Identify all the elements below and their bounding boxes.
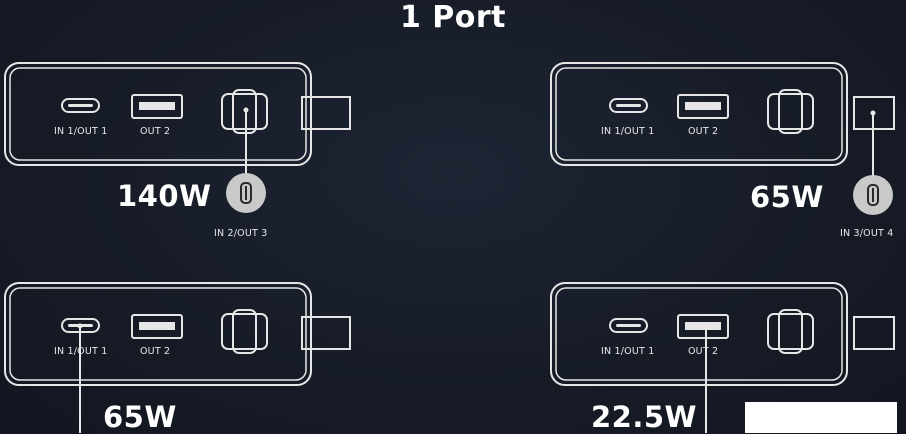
usb-a-port-icon [677, 94, 729, 119]
active-port-label: IN 2/OUT 3 [214, 228, 268, 239]
power-bank-outline [4, 62, 351, 180]
port-label-in1-out1: IN 1/OUT 1 [601, 346, 655, 357]
port-label-in1-out1: IN 1/OUT 1 [54, 346, 108, 357]
cable-clip-icon [221, 309, 268, 354]
wattage-label: 140W [117, 179, 212, 213]
usb-c-port-icon [61, 98, 100, 113]
wattage-label: 65W [750, 180, 824, 214]
active-port-label: IN 3/OUT 4 [840, 228, 894, 239]
port-label-out2: OUT 2 [140, 346, 171, 357]
usb-a-port-icon [677, 314, 729, 339]
power-bank-outline [550, 282, 895, 433]
port-label-out2: OUT 2 [140, 126, 171, 137]
page-title: 1 Port [399, 0, 507, 35]
port-label-in1-out1: IN 1/OUT 1 [54, 126, 108, 137]
power-bank-diagram-140w: IN 1/OUT 1 OUT 2 [4, 62, 354, 180]
cable-plug-badge [226, 173, 266, 213]
power-bank-diagram-22w: IN 1/OUT 1 OUT 2 [550, 282, 900, 433]
cable-clip-icon [767, 309, 814, 354]
usb-c-port-icon [609, 318, 648, 333]
usb-c-port-icon [609, 98, 648, 113]
white-overlay-block [745, 402, 897, 433]
cable-clip-icon [221, 89, 268, 134]
port-label-out2: OUT 2 [688, 346, 719, 357]
cable-clip-icon [767, 89, 814, 134]
cable-plug-badge [853, 175, 893, 215]
usb-c-plug-icon [867, 184, 879, 206]
wattage-label: 65W [103, 400, 177, 434]
usb-a-port-icon [131, 314, 183, 339]
usb-a-port-icon [131, 94, 183, 119]
port-label-out2: OUT 2 [688, 126, 719, 137]
power-bank-diagram-65w-port4: IN 1/OUT 1 OUT 2 [550, 62, 900, 180]
port-label-in1-out1: IN 1/OUT 1 [601, 126, 655, 137]
usb-c-plug-icon [240, 182, 252, 204]
power-bank-diagram-65w-port1: IN 1/OUT 1 OUT 2 [4, 282, 354, 433]
power-bank-outline [4, 282, 351, 433]
power-bank-outline [550, 62, 895, 180]
wattage-label: 22.5W [591, 400, 698, 434]
